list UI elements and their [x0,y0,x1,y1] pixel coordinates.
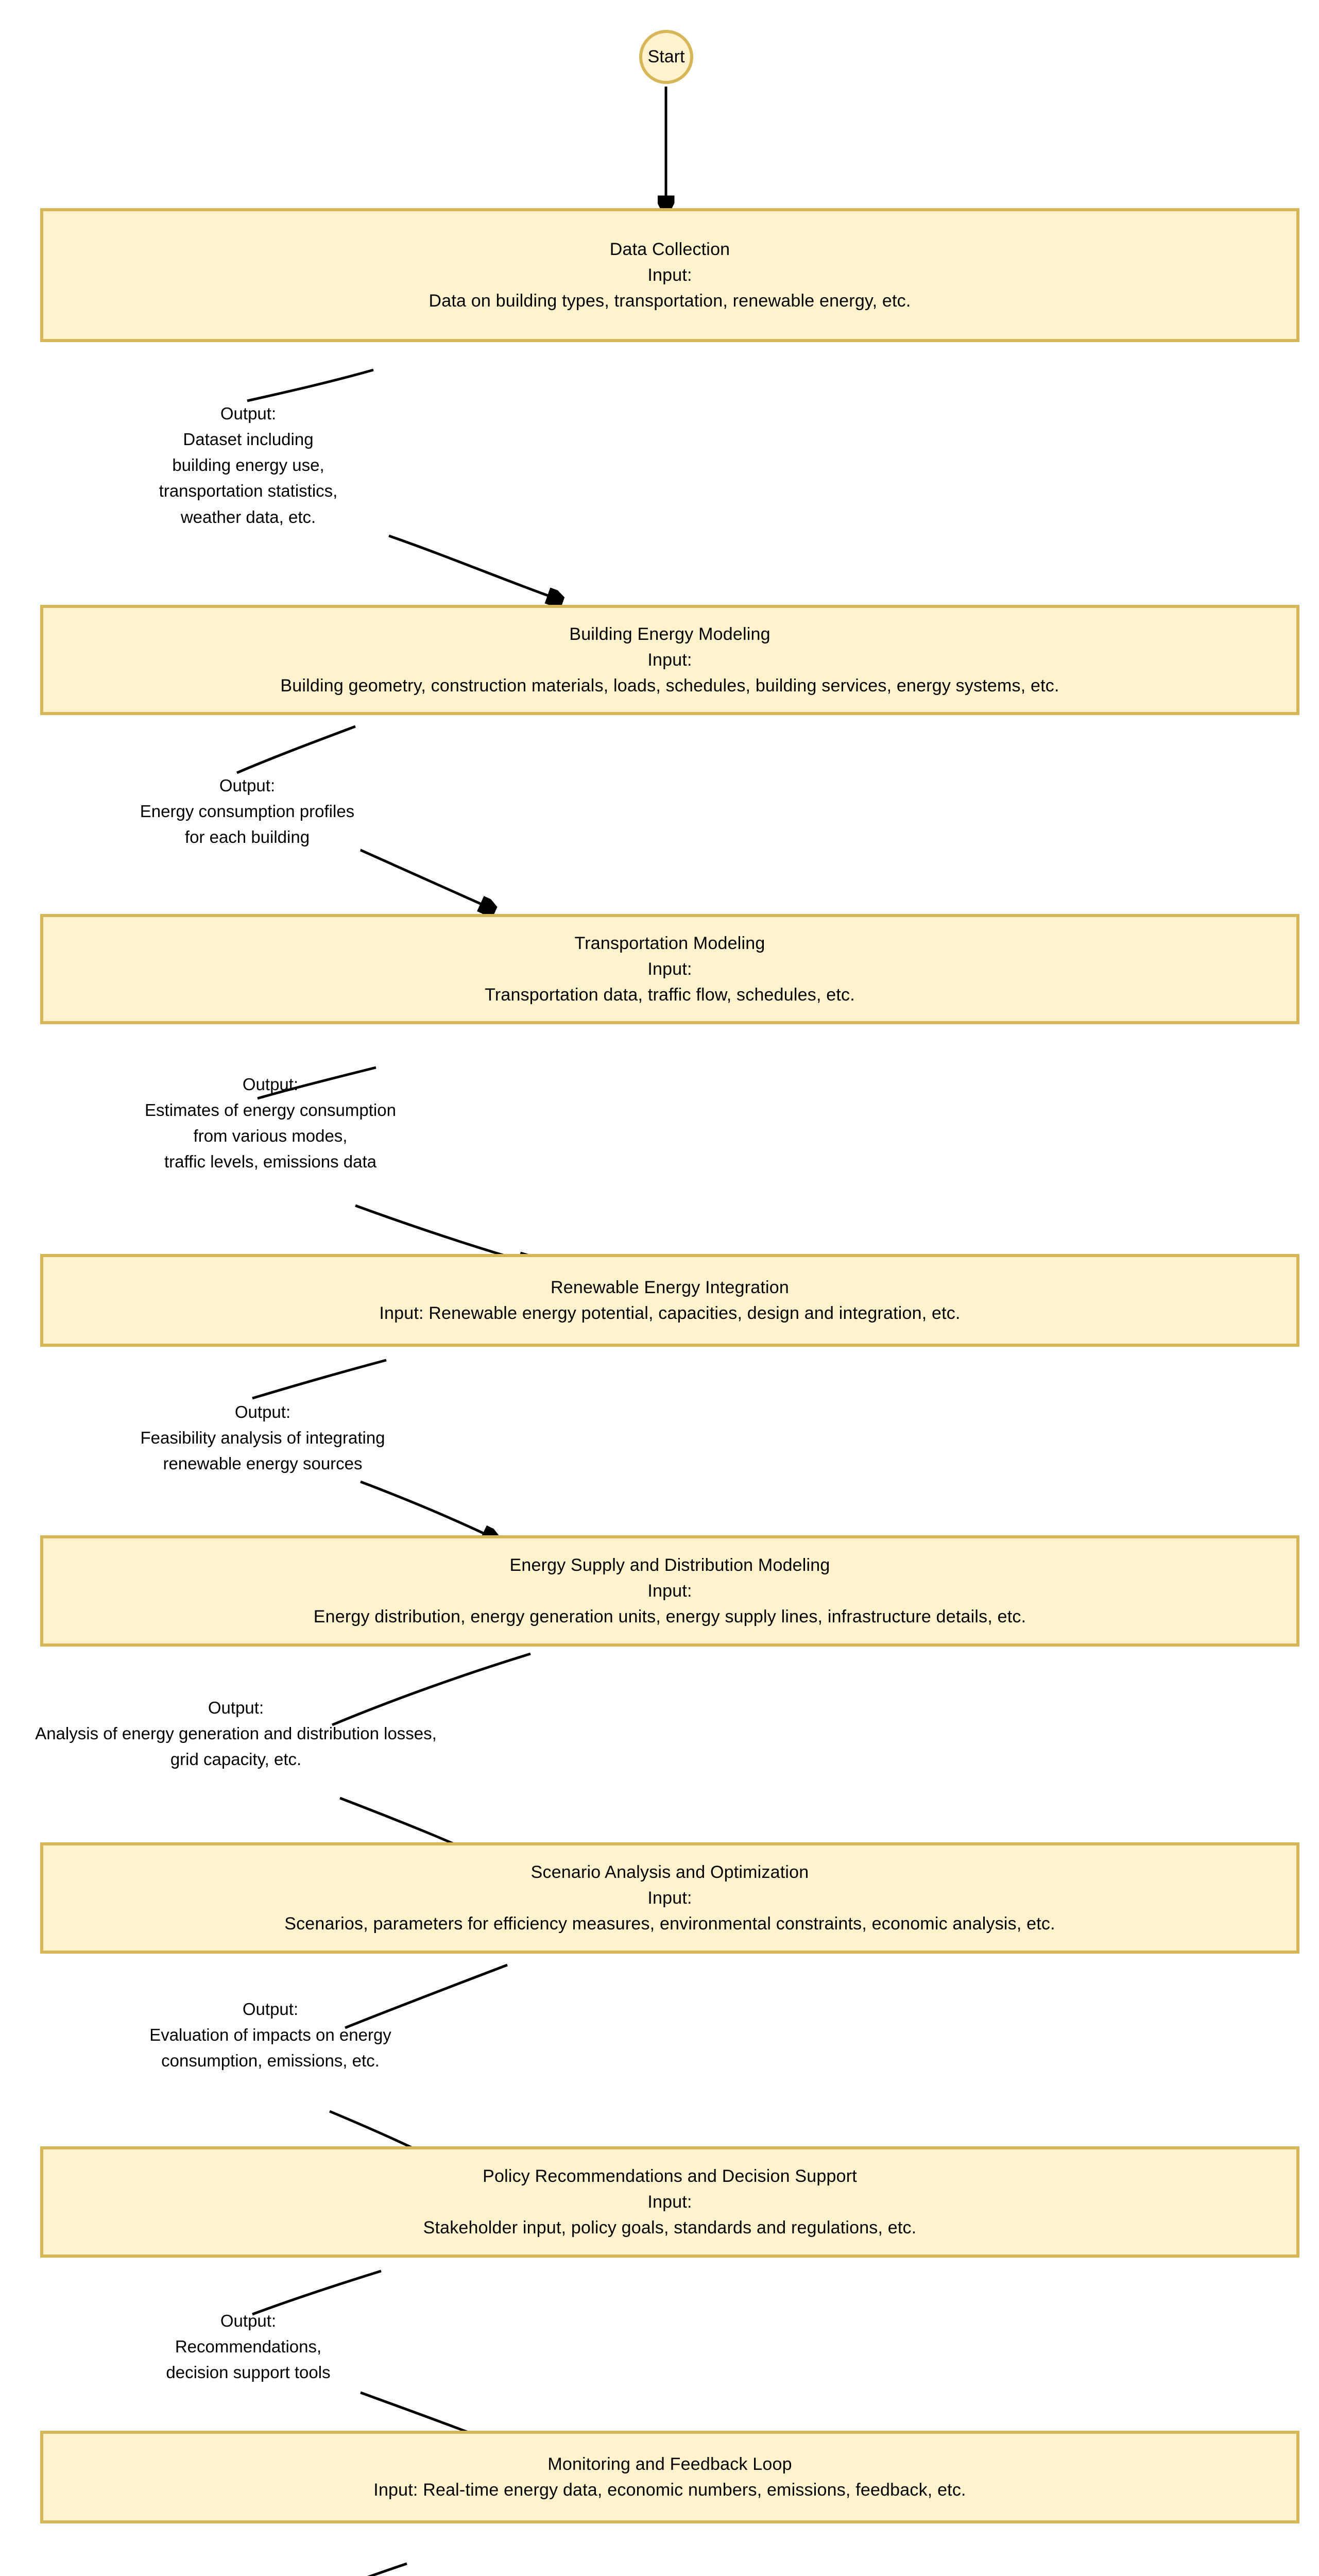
node-data-collection[interactable]: Data Collection Input: Data on building … [40,208,1299,342]
edge-label-1-line-4: transportation statistics, [159,481,338,501]
node-data-collection-line-1: Data Collection [609,239,730,259]
node-monitoring-and-feedback-loop[interactable]: Monitoring and Feedback Loop Input: Real… [40,2431,1299,2523]
node-transportation-modeling-line-1: Transportation Modeling [574,933,765,953]
edge-label-transportation-modeling-to-renewable-energy-integration: Output: Estimates of energy consumption … [126,1072,415,1175]
node-data-collection-line-2: Input: [647,265,692,285]
edge-label-2-line-2: Energy consumption profiles [140,802,355,821]
edge-label-policy-recommendations-to-monitoring: Output: Recommendations, decision suppor… [119,2308,377,2385]
node-policy-recommendations-line-2: Input: [647,2192,692,2212]
edge-label-5-line-1: Output: [208,1698,264,1717]
edge-label-1-line-3: building energy use, [172,455,324,475]
edge-label-1-line-5: weather data, etc. [180,507,316,527]
edge-label-renewable-energy-integration-to-energy-supply: Output: Feasibility analysis of integrat… [124,1399,402,1477]
node-renewable-energy-integration-line-1: Renewable Energy Integration [550,1277,789,1297]
node-transportation-modeling[interactable]: Transportation Modeling Input: Transport… [40,914,1299,1024]
edge-label-4-line-1: Output: [234,1402,291,1421]
node-data-collection-line-3: Data on building types, transportation, … [429,291,911,311]
node-energy-supply-and-distribution-modeling[interactable]: Energy Supply and Distribution Modeling … [40,1535,1299,1647]
node-scenario-analysis-and-optimization[interactable]: Scenario Analysis and Optimization Input… [40,1842,1299,1954]
edge-label-3-line-4: traffic levels, emissions data [164,1152,377,1172]
edge-label-scenario-analysis-to-policy-recommendations: Output: Evaluation of impacts on energy … [111,1996,430,2074]
edge-label-4-line-2: Feasibility analysis of integrating [140,1428,385,1448]
node-scenario-analysis-line-1: Scenario Analysis and Optimization [530,1862,809,1882]
edge-line-1b [388,534,559,600]
edge-label-6-line-2: Evaluation of impacts on energy [149,2025,391,2045]
node-policy-recommendations-line-3: Stakeholder input, policy goals, standar… [423,2218,917,2238]
edge-label-7-line-3: decision support tools [166,2363,331,2382]
edge-label-7-line-1: Output: [220,2311,277,2330]
node-building-energy-modeling-line-2: Input: [647,650,692,670]
edge-line-8a [367,2562,407,2576]
edge-line-2b [359,849,492,909]
edge-label-1-line-1: Output: [220,404,277,423]
edge-label-7-line-2: Recommendations, [175,2337,322,2357]
edge-label-3-line-1: Output: [242,1075,299,1094]
edge-label-3-line-3: from various modes, [193,1126,348,1146]
node-transportation-modeling-line-2: Input: [647,959,692,979]
edge-label-1-line-2: Dataset including [183,430,314,449]
node-renewable-energy-integration[interactable]: Renewable Energy Integration Input: Rene… [40,1254,1299,1347]
edge-line-2a [236,725,356,774]
node-energy-supply-line-3: Energy distribution, energy generation u… [313,1607,1026,1627]
edge-label-6-line-1: Output: [242,1999,299,2019]
edge-label-data-collection-to-building-energy-modeling: Output: Dataset including building energ… [119,401,377,530]
node-transportation-modeling-line-3: Transportation data, traffic flow, sched… [485,985,855,1005]
edge-label-4-line-3: renewable energy sources [163,1454,363,1473]
edge-label-building-energy-modeling-to-transportation-modeling: Output: Energy consumption profiles for … [118,773,376,850]
start-node[interactable]: Start [639,30,693,84]
edge-label-3-line-2: Estimates of energy consumption [145,1100,396,1120]
node-scenario-analysis-line-2: Input: [647,1888,692,1908]
node-scenario-analysis-line-3: Scenarios, parameters for efficiency mea… [284,1914,1055,1934]
edge-line-4a [252,1359,387,1400]
node-building-energy-modeling[interactable]: Building Energy Modeling Input: Building… [40,605,1299,715]
node-energy-supply-line-1: Energy Supply and Distribution Modeling [509,1555,830,1575]
edge-label-6-line-3: consumption, emissions, etc. [161,2051,380,2071]
node-renewable-energy-integration-line-2: Input: Renewable energy potential, capac… [379,1303,961,1323]
node-building-energy-modeling-line-3: Building geometry, construction material… [280,676,1059,696]
edge-label-energy-supply-to-scenario-analysis: Output: Analysis of energy generation an… [4,1695,468,1772]
start-node-label: Start [647,47,685,66]
edge-label-5-line-2: Analysis of energy generation and distri… [35,1724,437,1743]
edge-line-4b [360,1480,494,1538]
edge-label-2-line-1: Output: [219,776,276,795]
node-monitoring-line-2: Input: Real-time energy data, economic n… [373,2480,966,2500]
node-monitoring-line-1: Monitoring and Feedback Loop [547,2454,792,2474]
node-policy-recommendations-and-decision-support[interactable]: Policy Recommendations and Decision Supp… [40,2146,1299,2258]
edge-label-2-line-3: for each building [184,827,310,847]
node-building-energy-modeling-line-1: Building Energy Modeling [569,624,770,644]
node-energy-supply-line-2: Input: [647,1581,692,1601]
edge-label-5-line-3: grid capacity, etc. [170,1750,302,1769]
node-policy-recommendations-line-1: Policy Recommendations and Decision Supp… [483,2166,857,2186]
edge-line-1a [247,368,374,402]
